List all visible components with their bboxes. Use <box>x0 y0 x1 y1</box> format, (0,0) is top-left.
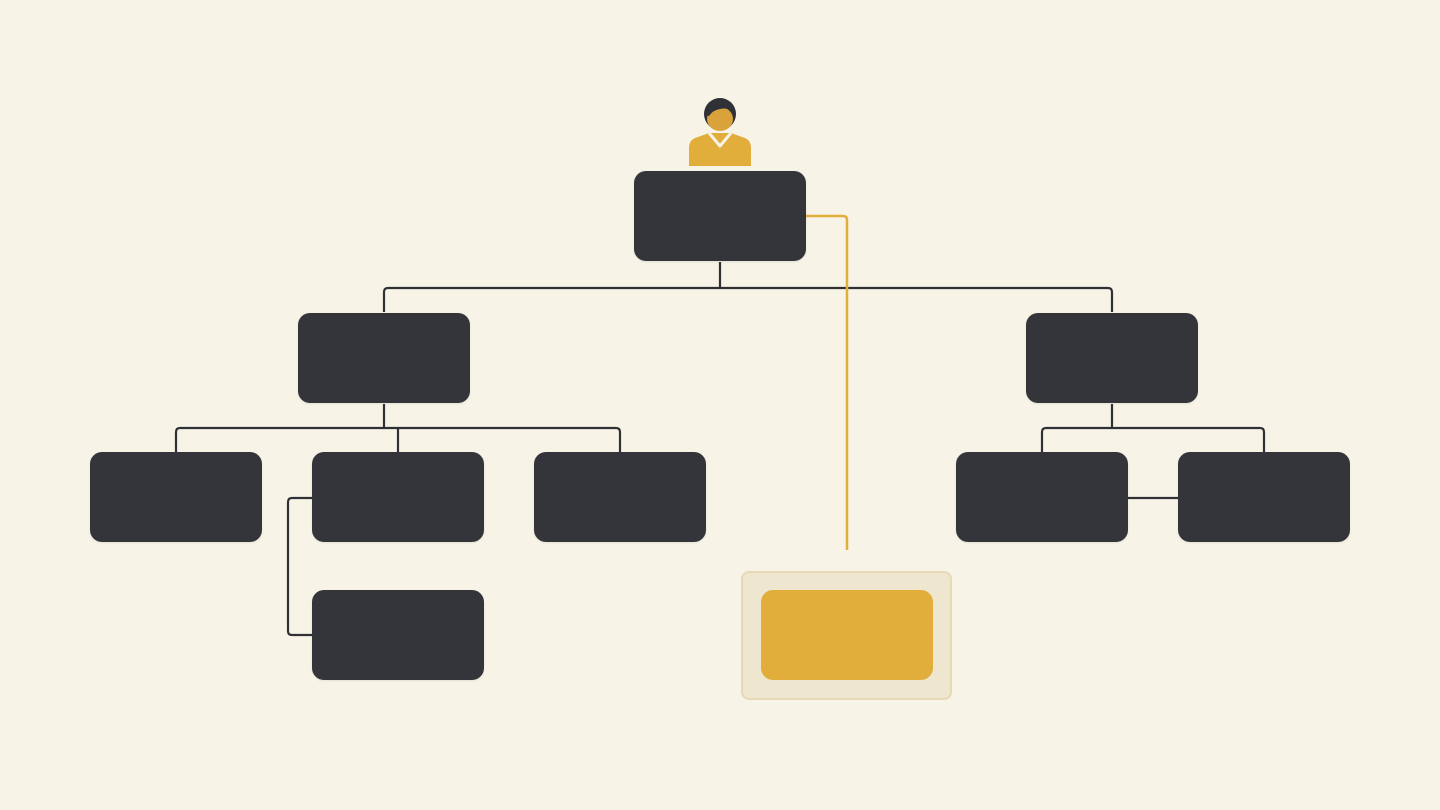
connector-right-manager-children <box>1040 404 1266 452</box>
right-manager-node[interactable] <box>1026 313 1198 403</box>
left-child-node-2[interactable] <box>312 452 484 542</box>
left-child-node-3[interactable] <box>534 452 706 542</box>
connector-root-managers <box>382 262 1114 312</box>
highlighted-node[interactable] <box>761 590 933 680</box>
left-child-node-1[interactable] <box>90 452 262 542</box>
accent-connector-root-highlight <box>806 214 849 550</box>
left-manager-node[interactable] <box>298 313 470 403</box>
root-node[interactable] <box>634 171 806 261</box>
left-grandchild-node[interactable] <box>312 590 484 680</box>
person-icon <box>684 92 756 168</box>
person-icon <box>689 98 751 166</box>
right-child-node-2[interactable] <box>1178 452 1350 542</box>
connector-left-manager-children <box>174 404 622 452</box>
right-child-node-1[interactable] <box>956 452 1128 542</box>
connector-left-grandchild <box>286 496 312 637</box>
